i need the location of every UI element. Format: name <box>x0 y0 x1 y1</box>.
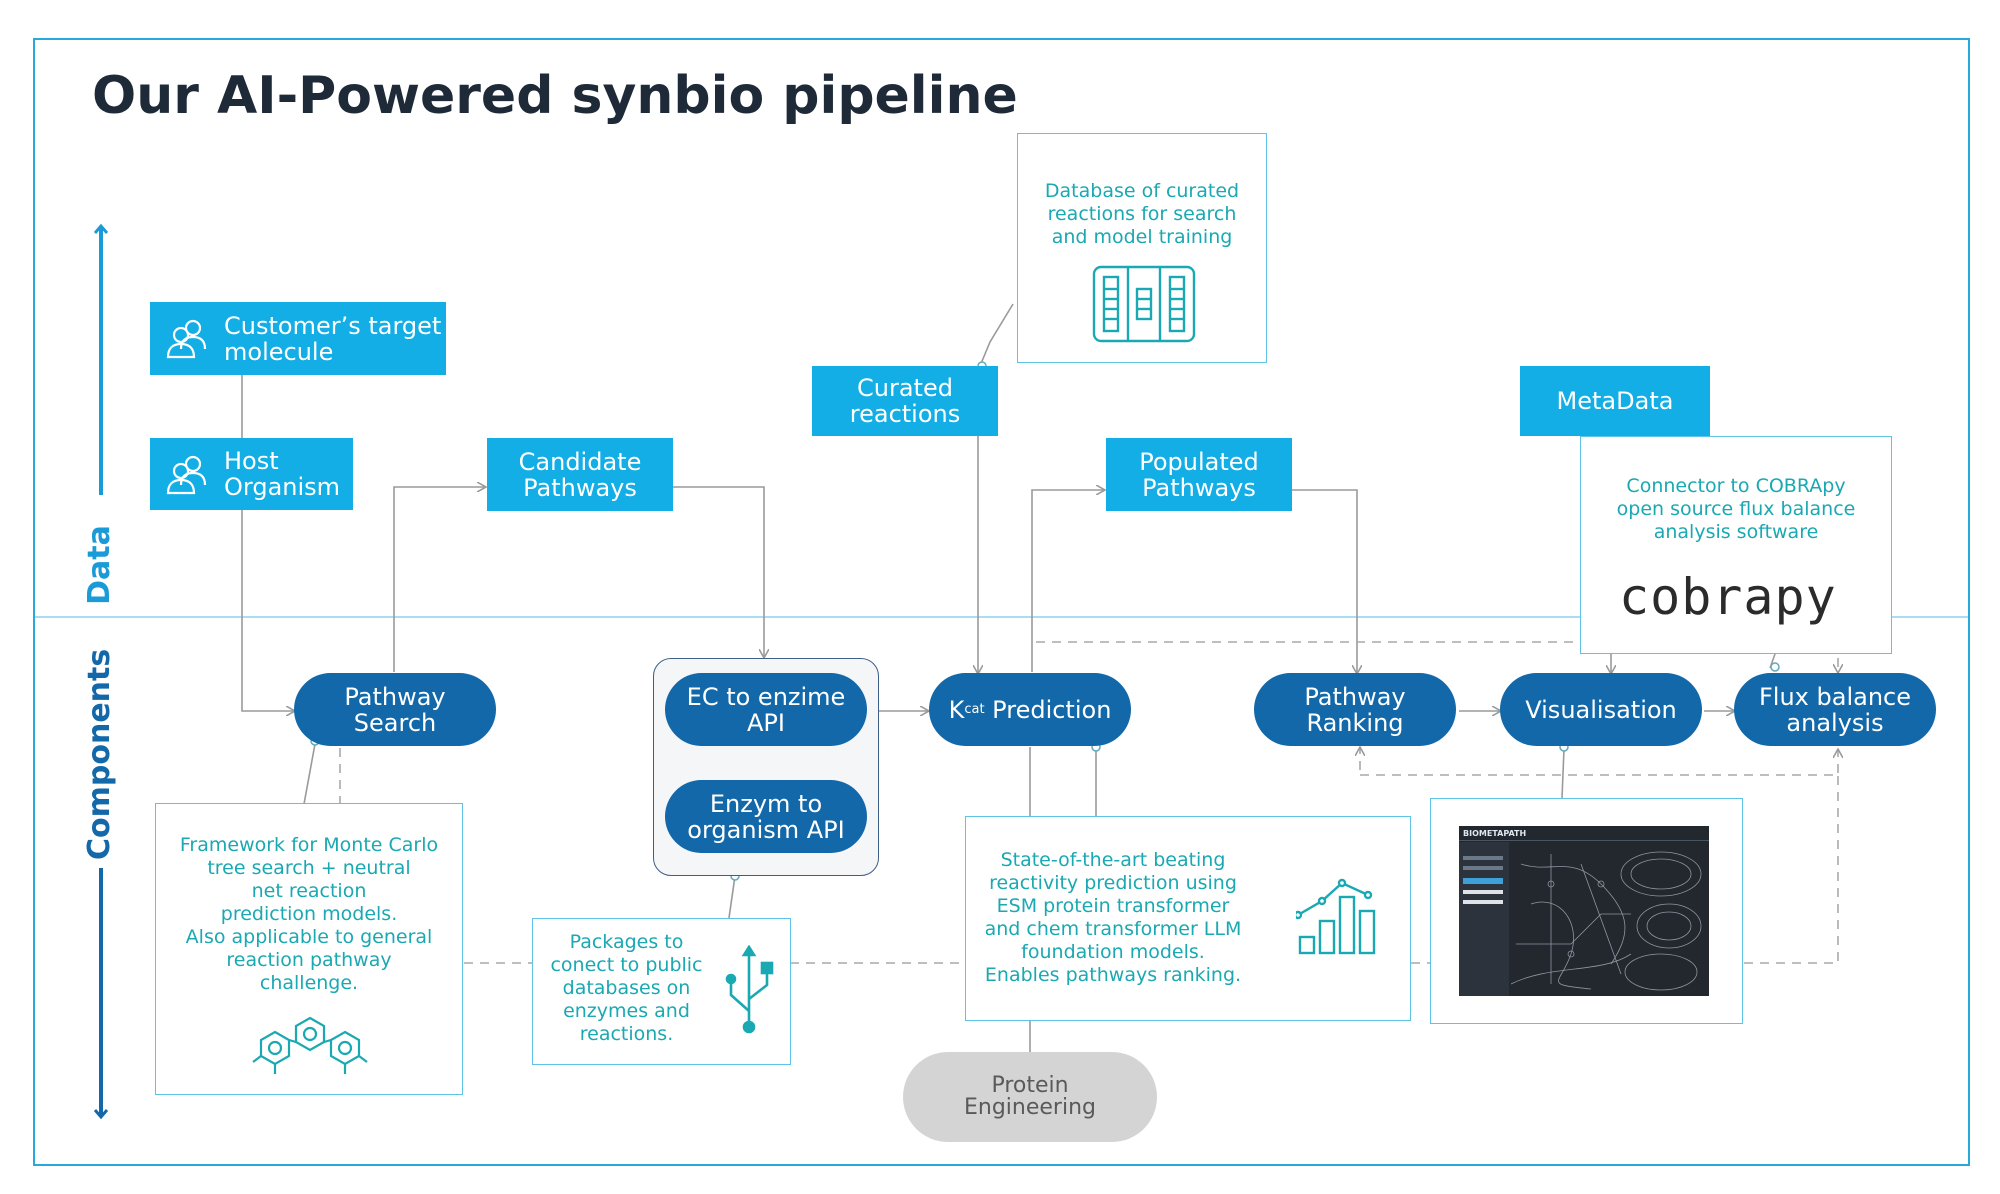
diagram-frame <box>33 38 1970 1166</box>
populated-pathways-label: Populated Pathways <box>1139 447 1259 502</box>
bar-line-chart-icon <box>1296 878 1376 955</box>
state-of-art-note-text: State-of-the-art beating reactivity pred… <box>984 849 1242 986</box>
target-molecule-label: Customer’s target molecule <box>224 311 442 366</box>
curated-reactions-box[interactable]: Curated reactions <box>812 366 998 436</box>
populated-pathways-box[interactable]: Populated Pathways <box>1106 438 1292 511</box>
users-icon <box>166 319 207 359</box>
ec-to-enzime-api[interactable]: EC to enzime API <box>665 673 867 746</box>
database-note: Database of curated reactions for search… <box>1017 133 1267 363</box>
host-organism-label: Host Organism <box>224 447 341 501</box>
visualisation-screenshot-note: BIOMETAPATH <box>1430 798 1743 1024</box>
enzym-to-organism-api[interactable]: Enzym to organism API <box>665 780 867 853</box>
cobrapy-note-text: Connector to COBRApy open source flux ba… <box>1616 475 1856 543</box>
app-screenshot-thumbnail: BIOMETAPATH <box>1459 826 1709 996</box>
metadata-label: MetaData <box>1556 387 1674 415</box>
hexagon-molecule-icon <box>252 1016 368 1074</box>
state-of-art-note: State-of-the-art beating reactivity pred… <box>965 816 1411 1021</box>
host-organism-box[interactable]: Host Organism <box>150 438 353 510</box>
metadata-box[interactable]: MetaData <box>1520 366 1710 436</box>
kcat-rest: Prediction <box>984 695 1112 724</box>
users-icon <box>166 455 207 495</box>
pathway-ranking-component[interactable]: Pathway Ranking <box>1254 673 1456 746</box>
visualisation-component[interactable]: Visualisation <box>1500 673 1702 746</box>
candidate-pathways-box[interactable]: Candidate Pathways <box>487 438 673 511</box>
usb-icon <box>725 945 774 1034</box>
server-rack-icon <box>1092 265 1196 343</box>
kcat-k: K <box>948 695 965 724</box>
curated-reactions-label: Curated reactions <box>849 374 961 428</box>
packages-note: Packages to conect to public databases o… <box>532 918 791 1065</box>
components-section-label: Components <box>82 648 117 860</box>
target-molecule-box[interactable]: Customer’s target molecule <box>150 302 446 375</box>
pathway-map-graphic <box>1511 851 1702 991</box>
monte-carlo-note-text: Framework for Monte Carlo tree search + … <box>179 834 439 994</box>
page-title: Our AI-Powered synbio pipeline <box>92 66 1018 126</box>
kcat-sub: cat <box>964 701 985 717</box>
cobrapy-logo: cobrapy <box>1619 568 1837 626</box>
flow-connectors <box>241 303 1776 1052</box>
screenshot-brand: BIOMETAPATH <box>1463 829 1527 838</box>
database-note-text: Database of curated reactions for search… <box>1044 180 1240 248</box>
protein-engineering-component[interactable]: Protein Engineering <box>903 1052 1157 1142</box>
candidate-pathways-label: Candidate Pathways <box>518 447 642 502</box>
monte-carlo-note: Framework for Monte Carlo tree search + … <box>155 803 463 1095</box>
flux-balance-component[interactable]: Flux balance analysis <box>1734 673 1936 746</box>
pathway-search-component[interactable]: Pathway Search <box>294 673 496 746</box>
packages-note-text: Packages to conect to public databases o… <box>550 931 703 1045</box>
cobrapy-note: Connector to COBRApy open source flux ba… <box>1580 436 1892 654</box>
data-section-label: Data <box>82 525 117 605</box>
